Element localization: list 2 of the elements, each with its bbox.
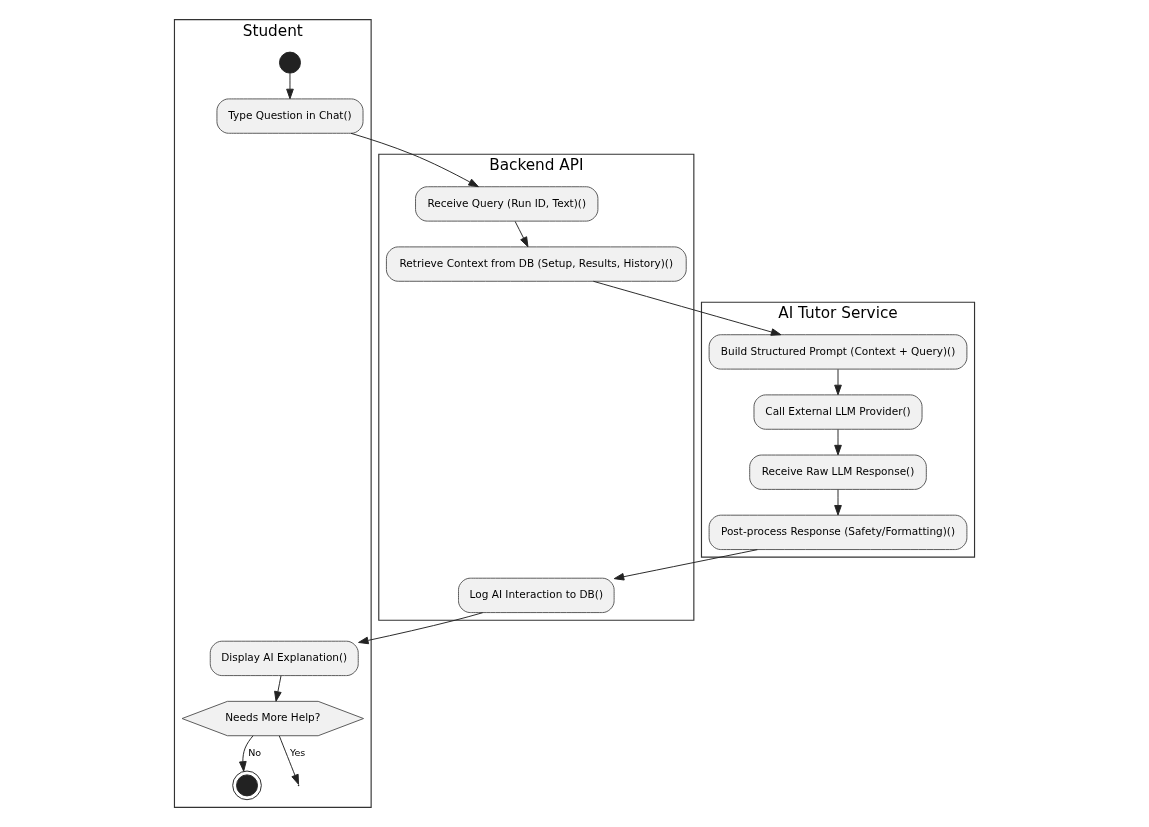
edge-label: No — [248, 746, 262, 758]
edge-label: Yes — [289, 746, 306, 758]
